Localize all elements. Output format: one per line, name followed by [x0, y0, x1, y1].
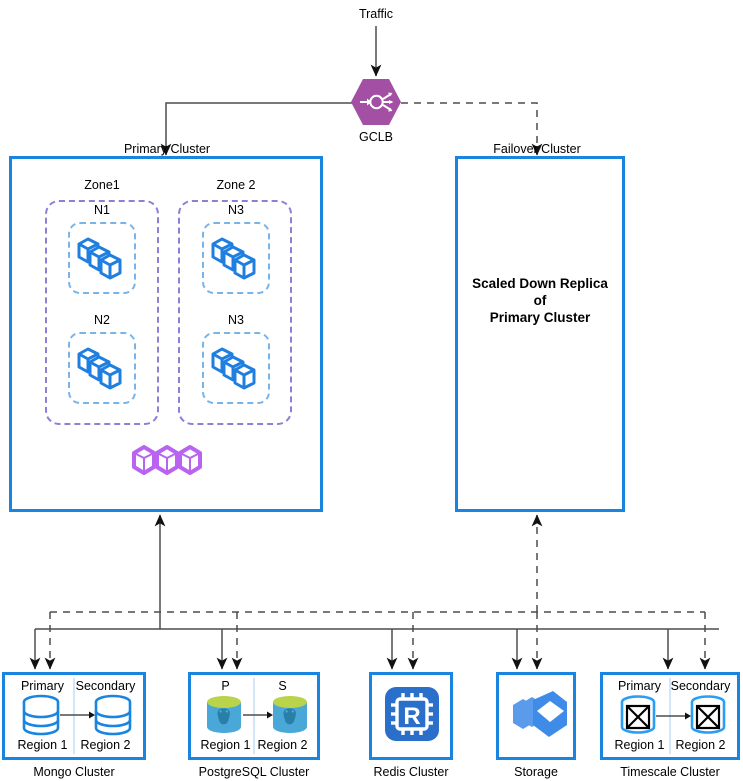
pods-blue-icon [209, 342, 263, 394]
timescale-secondary-head: Secondary [670, 679, 731, 693]
node-n1-box[interactable] [68, 222, 136, 294]
postgres-db-icon [207, 696, 307, 733]
node-n3b-box[interactable] [202, 332, 270, 404]
timescale-db-icon [620, 695, 726, 734]
failover-line-3: Primary Cluster [489, 310, 591, 325]
timescale-secondary-region: Region 2 [675, 738, 726, 752]
postgres-secondary-region: Region 2 [257, 738, 308, 752]
pods-blue-icon [75, 342, 129, 394]
node-n3a-box[interactable] [202, 222, 270, 294]
node-n3b-label: N3 [224, 313, 248, 327]
mongo-cluster-caption: Mongo Cluster [33, 765, 115, 779]
redis-cluster-caption: Redis Cluster [373, 765, 449, 779]
postgresql-cluster-card[interactable]: P S Region 1 Region 2 [188, 672, 320, 760]
gclb-icon[interactable] [350, 76, 402, 128]
divider [73, 678, 75, 754]
mongo-primary-head: Primary [20, 679, 65, 693]
timescale-primary-head: Primary [617, 679, 662, 693]
storage-card[interactable] [496, 672, 576, 760]
node-n2-label: N2 [90, 313, 114, 327]
storage-caption: Storage [514, 765, 558, 779]
postgresql-cluster-caption: PostgreSQL Cluster [198, 765, 310, 779]
postgres-secondary-head: S [278, 679, 287, 693]
pods-blue-icon [75, 232, 129, 284]
timescale-cluster-caption: Timescale Cluster [620, 765, 720, 779]
postgres-primary-head: P [221, 679, 230, 693]
mongo-secondary-head: Secondary [75, 679, 136, 693]
node-n3a-label: N3 [224, 203, 248, 217]
divider [253, 678, 255, 754]
timescale-primary-region: Region 1 [614, 738, 665, 752]
node-n2-box[interactable] [68, 332, 136, 404]
svg-text:R: R [403, 703, 420, 730]
mongo-primary-region: Region 1 [17, 738, 68, 752]
mongo-db-icon [22, 694, 132, 736]
traffic-label: Traffic [358, 7, 394, 21]
failover-line-1: Scaled Down Replica [472, 276, 608, 291]
gclb-label: GCLB [358, 130, 394, 144]
node-n1-label: N1 [90, 203, 114, 217]
zone-2-box[interactable] [178, 200, 292, 425]
redis-icon: R [385, 687, 439, 741]
zone-1-label: Zone1 [80, 178, 124, 192]
failover-cluster-label: Failover Cluster [493, 142, 581, 156]
pods-purple-icon [129, 444, 205, 482]
timescale-cluster-card[interactable]: Primary Secondary Region 1 Region 2 [600, 672, 740, 760]
zone-2-label: Zone 2 [212, 178, 260, 192]
failover-cluster-box[interactable]: Scaled Down Replica of Primary Cluster [455, 156, 625, 512]
zone-1-box[interactable] [45, 200, 159, 425]
redis-cluster-card[interactable]: R [369, 672, 453, 760]
primary-cluster-label: Primary Cluster [123, 142, 211, 156]
pods-blue-icon [209, 232, 263, 284]
failover-line-2: of [533, 293, 547, 308]
mongo-cluster-card[interactable]: Primary Secondary Region 1 Region 2 [2, 672, 146, 760]
mongo-secondary-region: Region 2 [80, 738, 131, 752]
storage-icon [513, 691, 567, 737]
postgres-primary-region: Region 1 [200, 738, 251, 752]
